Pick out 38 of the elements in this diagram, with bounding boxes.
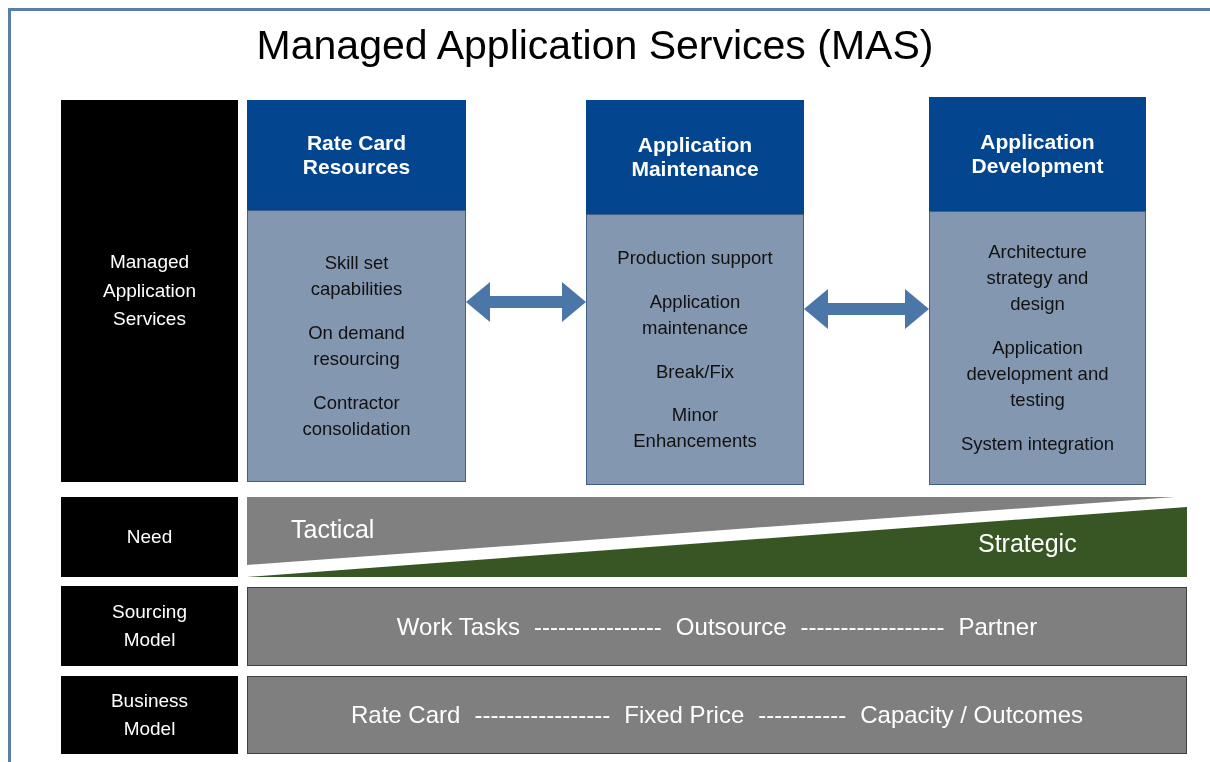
scale-label: Work Tasks: [396, 612, 520, 641]
service-item: On demand resourcing: [307, 321, 406, 371]
title: Managed Application Services (MAS): [255, 22, 935, 69]
service-item: Contractor consolidation: [301, 390, 412, 441]
service-item: Architecture strategy and design: [985, 240, 1090, 317]
dash-line-text: ------------------: [800, 612, 945, 641]
service-item: Minor Enhancements: [632, 403, 758, 454]
double-arrow: [466, 282, 586, 322]
row-label-panel: [61, 586, 238, 666]
column-header: Application Development: [929, 97, 1146, 211]
row-label-panel: [61, 100, 238, 482]
scale-label: Capacity / Outcomes: [860, 701, 1083, 729]
service-item: Application development and testing: [965, 336, 1110, 412]
scale-bar: [247, 587, 1187, 666]
row-label: Need: [126, 524, 173, 549]
row-label-panel: [61, 676, 238, 754]
scale-label: Partner: [958, 612, 1038, 641]
service-item: Application maintenance: [641, 289, 749, 340]
dash-line-text: ----------------: [534, 612, 662, 641]
row-label: Business Model: [109, 688, 190, 741]
double-arrow: [804, 289, 929, 329]
column-header: Rate Card Resources: [247, 100, 466, 210]
wedge-label: Strategic: [978, 529, 1077, 558]
service-item: Break/Fix: [654, 359, 736, 384]
row-label: Managed Application Services: [102, 250, 197, 332]
column-header: Application Maintenance: [586, 100, 804, 214]
scale-bar: [247, 676, 1187, 754]
row-label: Sourcing Model: [111, 599, 188, 652]
dash-line-text: -----------------: [474, 701, 611, 729]
scale-label: Outsource: [675, 612, 787, 641]
service-item: Production support: [617, 245, 773, 270]
wedge-label: Tactical: [291, 515, 375, 544]
service-item: System integration: [960, 431, 1115, 456]
service-item: Skill set capabilities: [309, 251, 404, 302]
dash-line-text: -----------: [758, 701, 847, 729]
row-label-panel: [61, 497, 238, 577]
scale-label: Rate Card: [351, 701, 461, 729]
scale-label: Fixed Price: [624, 701, 745, 729]
